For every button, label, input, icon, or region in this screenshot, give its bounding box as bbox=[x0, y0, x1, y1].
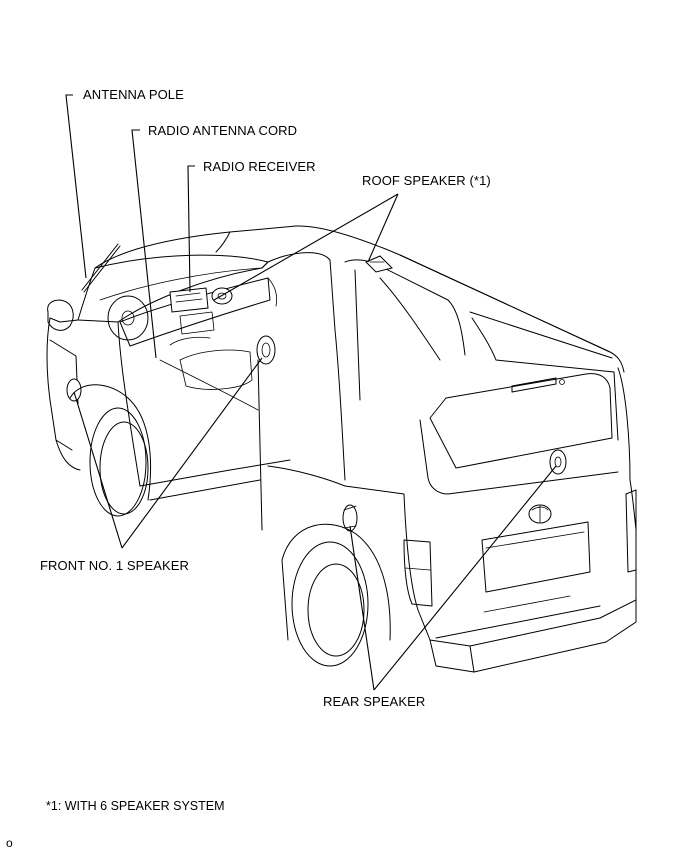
front-wheel bbox=[69, 384, 152, 517]
radio-antenna-cord-label: RADIO ANTENNA CORD bbox=[148, 123, 298, 138]
rear-speaker-label: REAR SPEAKER bbox=[323, 694, 426, 709]
front-speaker-label: FRONT NO. 1 SPEAKER bbox=[40, 558, 190, 573]
radio-receiver-label: RADIO RECEIVER bbox=[203, 159, 316, 174]
rear-wheel bbox=[281, 523, 391, 667]
corner-mark: o bbox=[6, 836, 13, 850]
van-body bbox=[46, 225, 637, 673]
antenna-pole-label: ANTENNA POLE bbox=[83, 87, 184, 102]
footnote: *1: WITH 6 SPEAKER SYSTEM bbox=[46, 799, 225, 813]
roof-speaker-label: ROOF SPEAKER (*1) bbox=[362, 173, 491, 188]
leader-lines bbox=[65, 94, 557, 691]
